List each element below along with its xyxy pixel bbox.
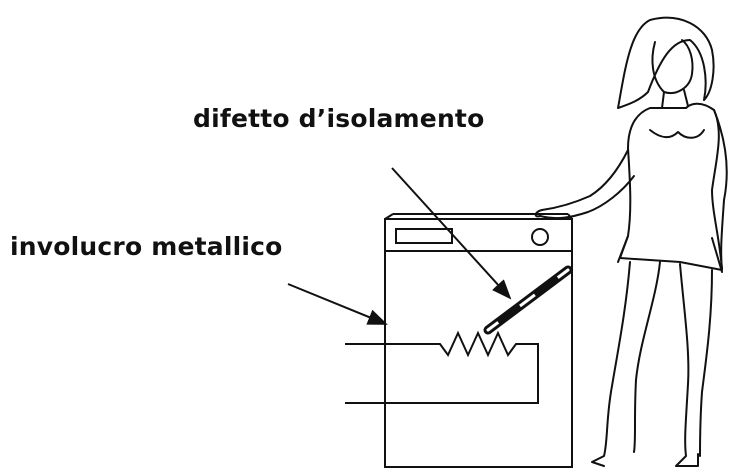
display-window — [395, 228, 453, 244]
upper-wire — [345, 330, 539, 404]
casing-arrow — [287, 283, 388, 325]
label-metal-casing: involucro metallico — [10, 232, 283, 261]
control-knob — [531, 228, 549, 246]
heating-circuit — [345, 330, 539, 404]
callout-arrows — [287, 167, 512, 325]
defect-arrow — [391, 167, 512, 300]
appliance-cabinet — [384, 213, 573, 468]
top-edge — [384, 213, 394, 220]
label-insulation-defect: difetto d’isolamento — [193, 104, 485, 133]
faulty-conductor — [483, 265, 573, 335]
person-figure — [534, 16, 728, 467]
